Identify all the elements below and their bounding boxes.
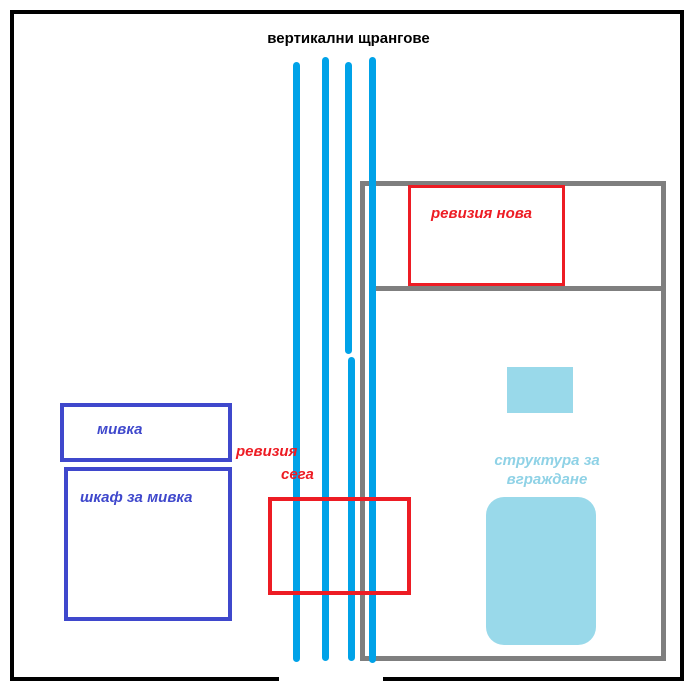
riser-pipe-1 [293, 62, 300, 662]
sink-box: мивка [60, 403, 232, 462]
revision-now-box [268, 497, 411, 595]
sink-cabinet-box: шкаф за мивка [64, 467, 232, 621]
revision-now-label-line1: ревизия [236, 443, 298, 460]
diagram-title: вертикални щрангове [267, 30, 430, 47]
installation-wall-outline [360, 181, 666, 661]
embed-structure-label-line1: структура за [494, 452, 600, 469]
embed-structure-small-block [507, 367, 573, 413]
revision-now-label-line2: сега [281, 466, 314, 483]
sink-label: мивка [97, 421, 143, 438]
border-frame-gap [279, 675, 383, 684]
riser-pipe-2 [322, 57, 329, 661]
embed-structure-label: структура за вграждане [472, 451, 622, 489]
wall-divider-line [370, 286, 661, 291]
embed-structure-label-line2: вграждане [506, 471, 588, 488]
revision-new-label: ревизия нова [431, 205, 532, 222]
revision-new-box: ревизия нова [408, 185, 565, 286]
riser-pipe-3-lower [348, 357, 355, 661]
riser-pipe-4 [369, 57, 376, 663]
sink-cabinet-label: шкаф за мивка [80, 489, 193, 506]
embed-structure-block [486, 497, 596, 645]
riser-pipe-3-upper [345, 62, 352, 354]
